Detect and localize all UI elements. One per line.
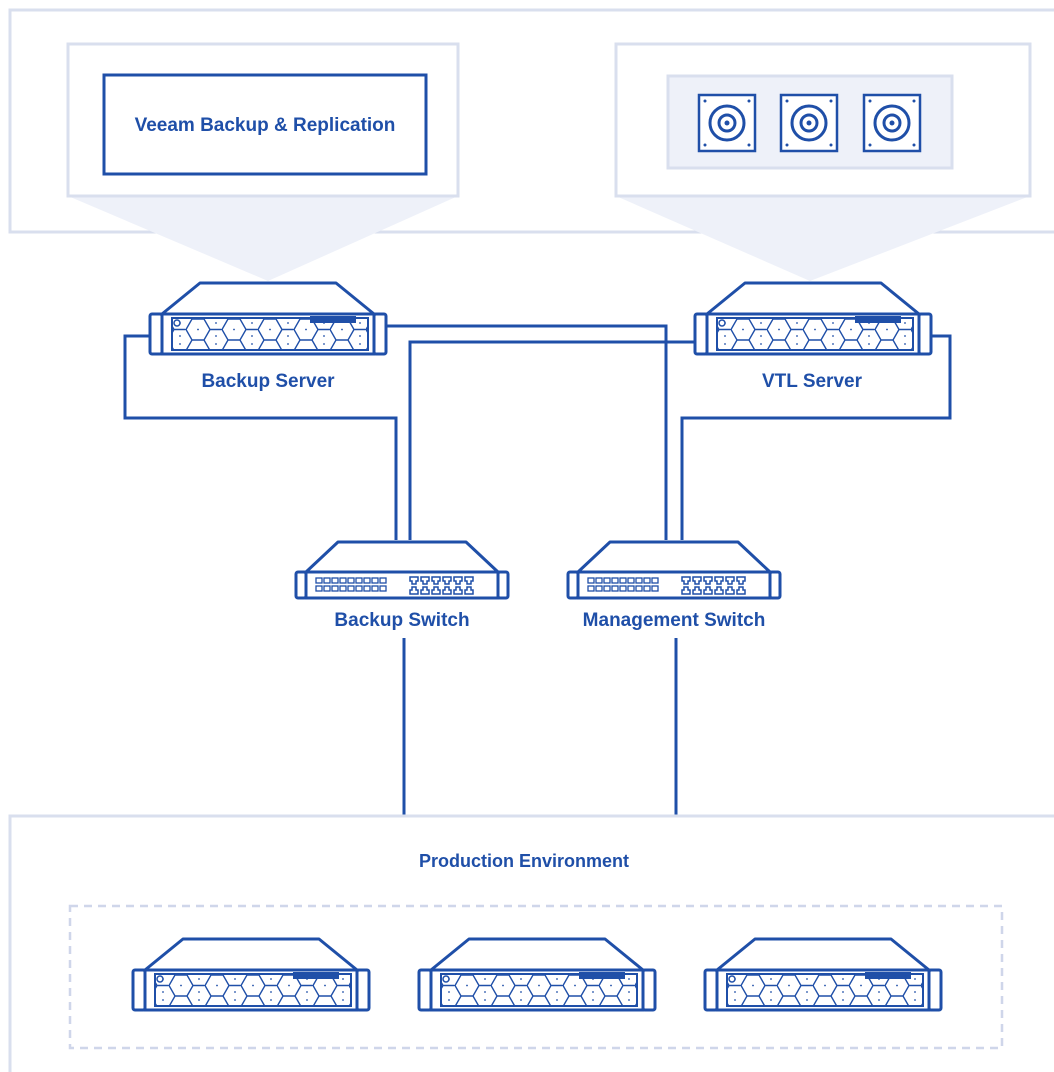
tape-drive-icon [779, 93, 839, 153]
production-server-icon [131, 937, 371, 1012]
backup-server: Backup Server [148, 281, 388, 392]
backup-server-to-management-switch-line [386, 324, 668, 540]
tape-library-callout [614, 42, 1032, 281]
vtl-server: VTL Server [693, 281, 933, 392]
production-servers-group [68, 904, 1004, 1050]
veeam-app-box [102, 73, 428, 176]
backup-server-to-backup-switch-line [123, 334, 398, 540]
network-switch-icon [294, 540, 510, 600]
server-icon [148, 281, 388, 356]
backup-switch: Backup Switch [294, 540, 510, 631]
vtl-server-label: VTL Server [762, 371, 863, 392]
software-callout: Veeam Backup & Replication [66, 42, 460, 281]
management-switch-label: Management Switch [583, 610, 766, 631]
server-icon [693, 281, 933, 356]
vtl-server-to-backup-switch-line [408, 340, 695, 540]
veeam-app-label: Veeam Backup & Replication [135, 115, 396, 136]
production-server-icon [417, 937, 657, 1012]
backup-server-label: Backup Server [201, 371, 335, 392]
tape-drive-icon [697, 93, 757, 153]
production-environment-title: Production Environment [419, 851, 629, 871]
production-environment: Production Environment [8, 814, 1054, 1072]
backup-switch-label: Backup Switch [334, 610, 469, 631]
network-switch-icon [566, 540, 782, 600]
tape-drive-icon [862, 93, 922, 153]
production-server-icon [703, 937, 943, 1012]
connection-lines [123, 324, 952, 816]
management-switch: Management Switch [566, 540, 782, 631]
vtl-server-to-management-switch-line [680, 334, 952, 540]
